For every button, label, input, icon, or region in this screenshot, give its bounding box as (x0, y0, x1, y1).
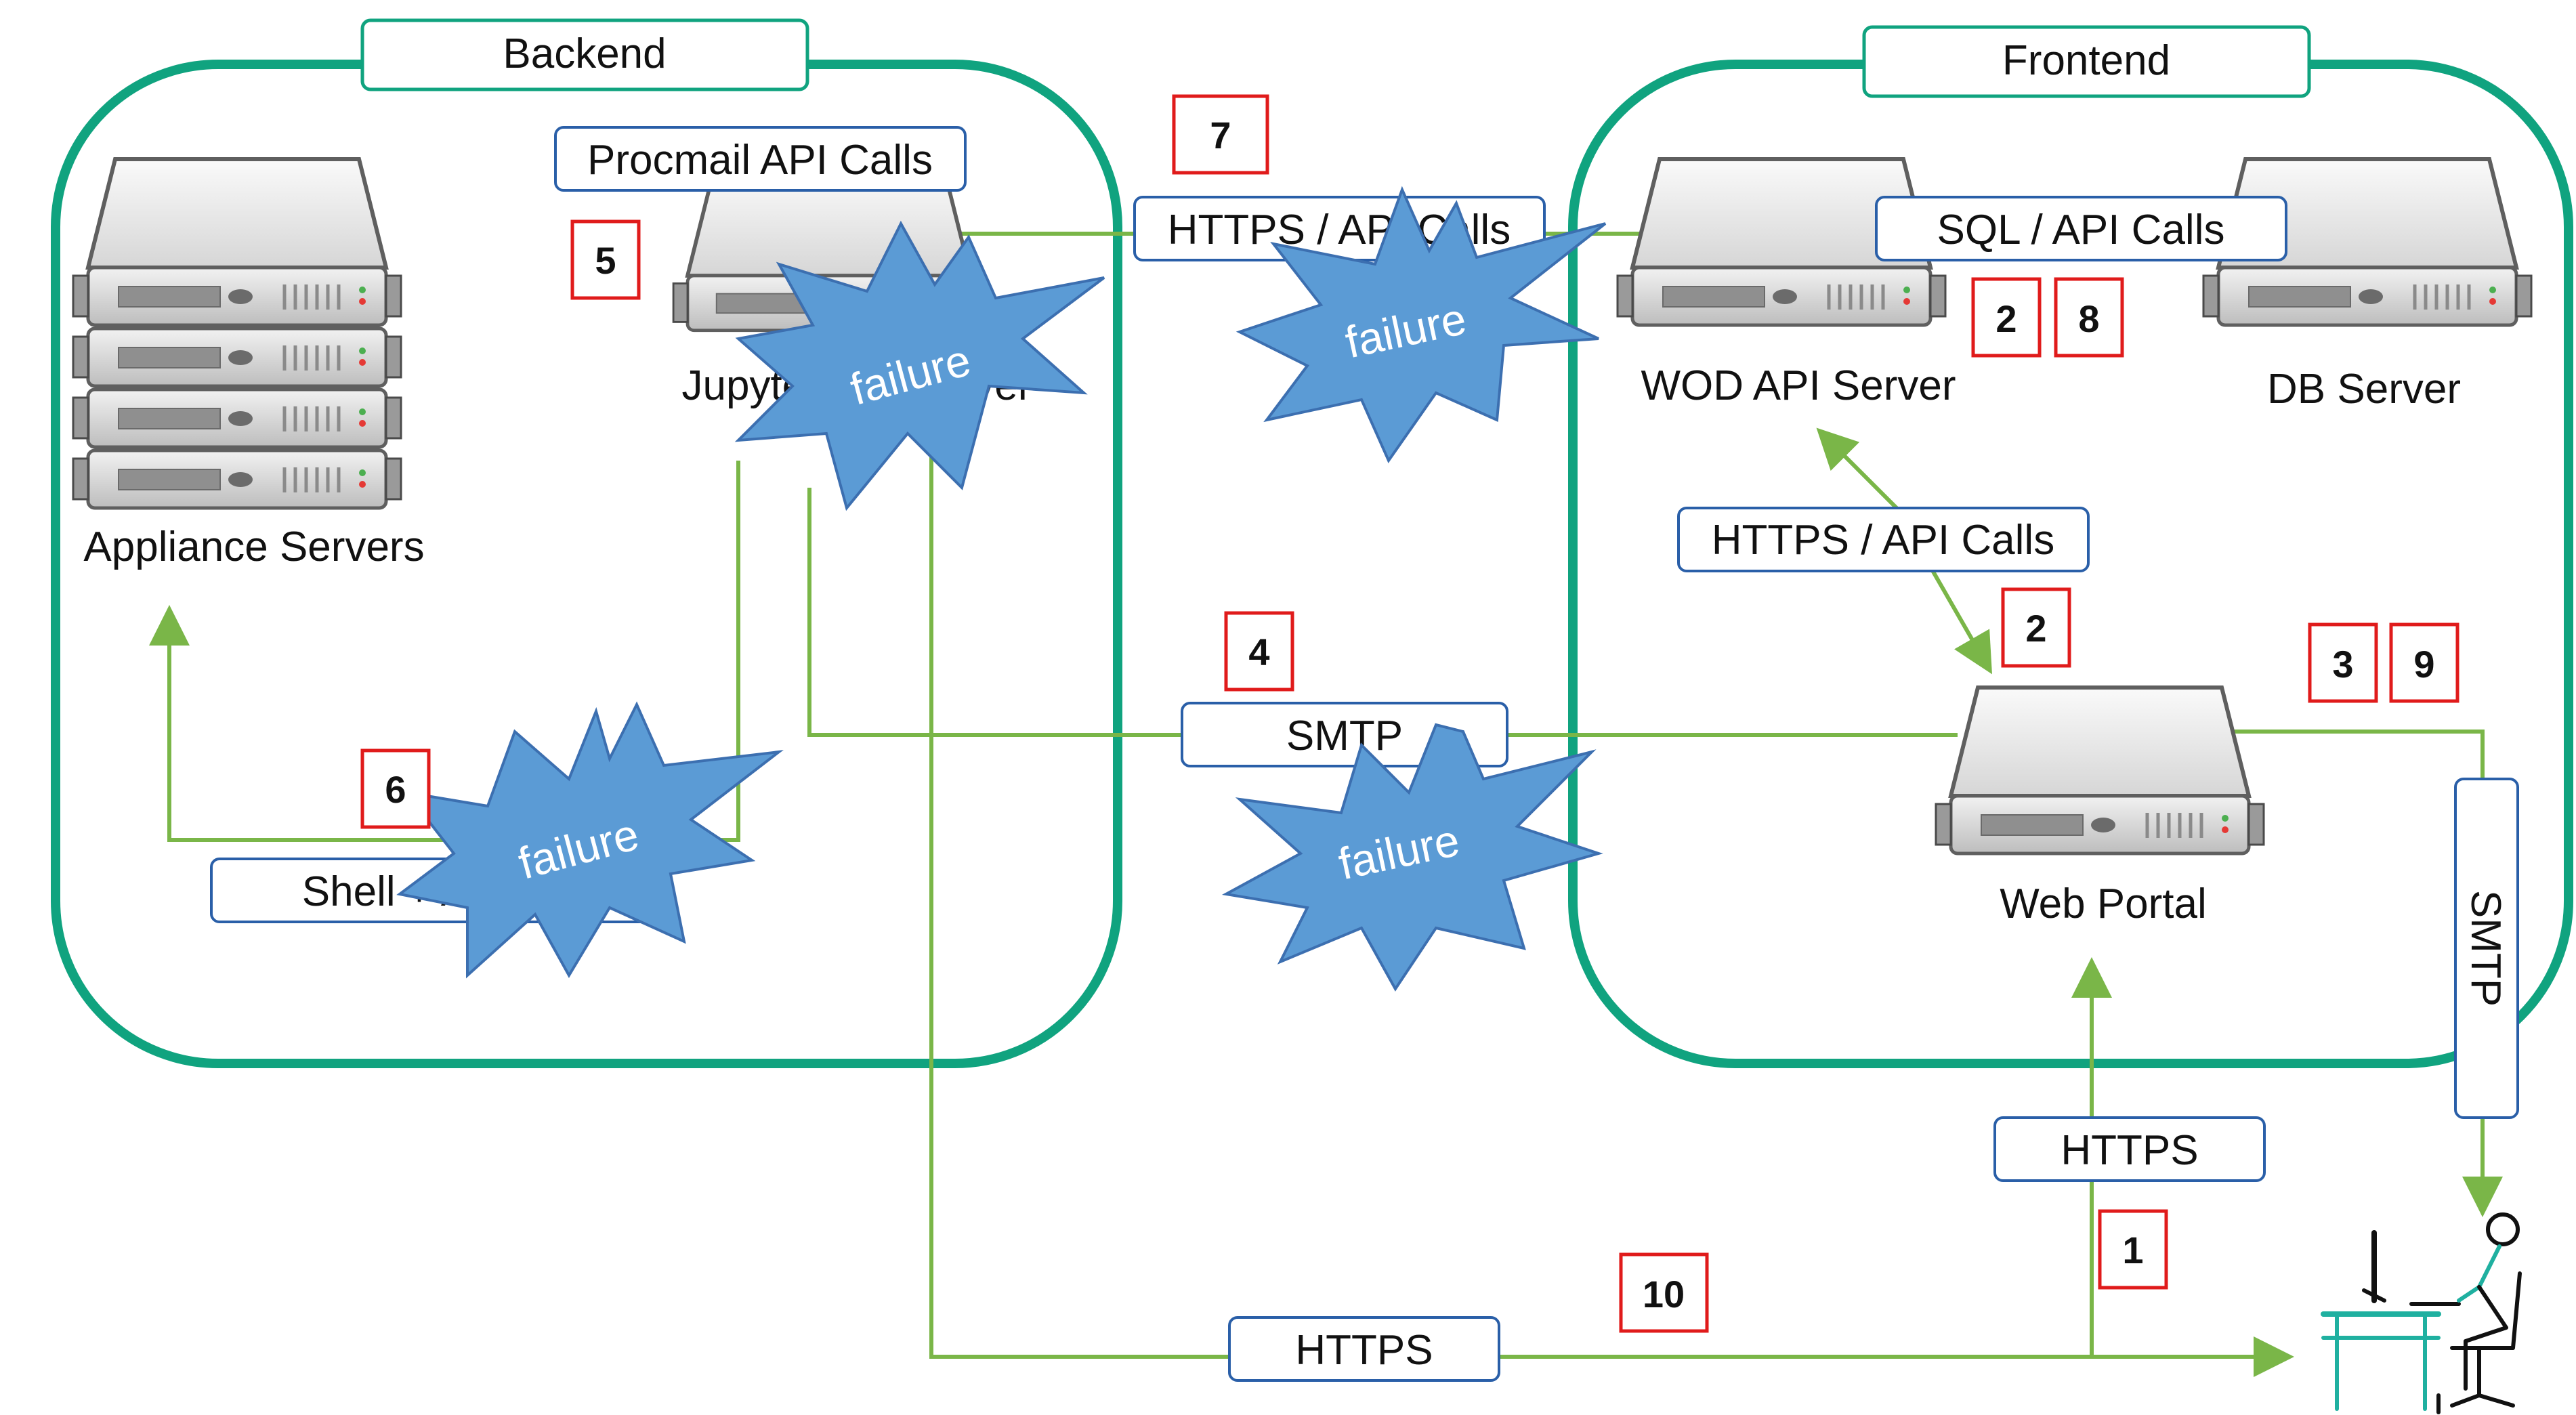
wod-api-server: WOD API Server (1618, 159, 1956, 409)
failure-burst-https: failure (1236, 186, 1607, 464)
badge-3-text: 3 (2332, 643, 2353, 685)
failure-burst-smtp: failure (1221, 723, 1603, 992)
web-portal-server-icon (1936, 688, 2264, 853)
wod-api-server-label: WOD API Server (1641, 362, 1956, 409)
svg-text:Procmail API Calls: Procmail API Calls (587, 137, 933, 184)
backend-title: Backend (503, 30, 666, 77)
badge-7 (1172, 94, 1269, 175)
appliance-servers: Appliance Servers (73, 159, 425, 570)
badge-6 (360, 748, 431, 829)
sql-api-box: SQL / API Calls (1875, 196, 2287, 261)
frontend-title: Frontend (2002, 37, 2170, 84)
connector-smtp-mid (807, 488, 1958, 737)
badge-2-mid (2001, 587, 2071, 668)
badge-5 (570, 219, 641, 300)
badge-2-mid-text: 2 (2025, 607, 2046, 650)
web-portal-server: Web Portal (1936, 688, 2264, 927)
svg-text:SMTP: SMTP (1286, 713, 1403, 759)
procmail-box: Procmail API Calls (554, 126, 967, 192)
svg-text:HTTPS: HTTPS (1295, 1327, 1433, 1374)
backend-title-box: Backend (360, 18, 809, 91)
db-server: DB Server (2203, 159, 2531, 413)
user-at-computer-icon (2321, 1212, 2522, 1414)
badge-8 (2054, 277, 2124, 358)
connector-portal-wod-up (1816, 427, 1899, 510)
badge-1 (2098, 1209, 2168, 1290)
svg-text:HTTPS: HTTPS (2061, 1127, 2198, 1174)
badge-7-text: 7 (1210, 114, 1231, 156)
https-api-mid-box: HTTPS / API Calls (1677, 507, 2090, 572)
https-api-top-box: HTTPS / API Calls (1133, 196, 1546, 261)
appliance-server-icon (73, 159, 401, 325)
smtp-right-box: SMTP (2454, 778, 2519, 1119)
web-portal-label: Web Portal (2000, 881, 2207, 927)
badge-2-top (1971, 277, 2042, 358)
https-bottom-box: HTTPS (1228, 1316, 1500, 1382)
badge-4-text: 4 (1248, 631, 1269, 673)
svg-text:SQL / API Calls: SQL / API Calls (1937, 207, 2225, 253)
failure-burst-jupyter: failure (734, 220, 1105, 511)
svg-text:HTTPS / API Calls: HTTPS / API Calls (1712, 517, 2054, 564)
db-server-label: DB Server (2267, 366, 2461, 413)
badge-10-text: 10 (1643, 1273, 1685, 1315)
badge-9-text: 9 (2413, 643, 2434, 685)
badge-6-text: 6 (385, 768, 406, 811)
badge-9 (2389, 622, 2459, 703)
failure-burst-shell: failure (396, 701, 784, 979)
badge-10 (1619, 1252, 1709, 1333)
badge-5-text: 5 (595, 239, 616, 282)
https-right-box: HTTPS (1993, 1116, 2266, 1182)
frontend-title-box: Frontend (1862, 25, 2311, 98)
appliance-servers-label: Appliance Servers (83, 524, 424, 570)
connector-https-bottom (929, 447, 2294, 1377)
badge-4 (1224, 611, 1294, 692)
svg-text:SMTP: SMTP (2462, 890, 2509, 1007)
badge-2-top-text: 2 (1996, 297, 2017, 340)
badge-3 (2308, 622, 2378, 703)
badge-8-text: 8 (2078, 297, 2099, 340)
badge-1-text: 1 (2122, 1229, 2143, 1271)
